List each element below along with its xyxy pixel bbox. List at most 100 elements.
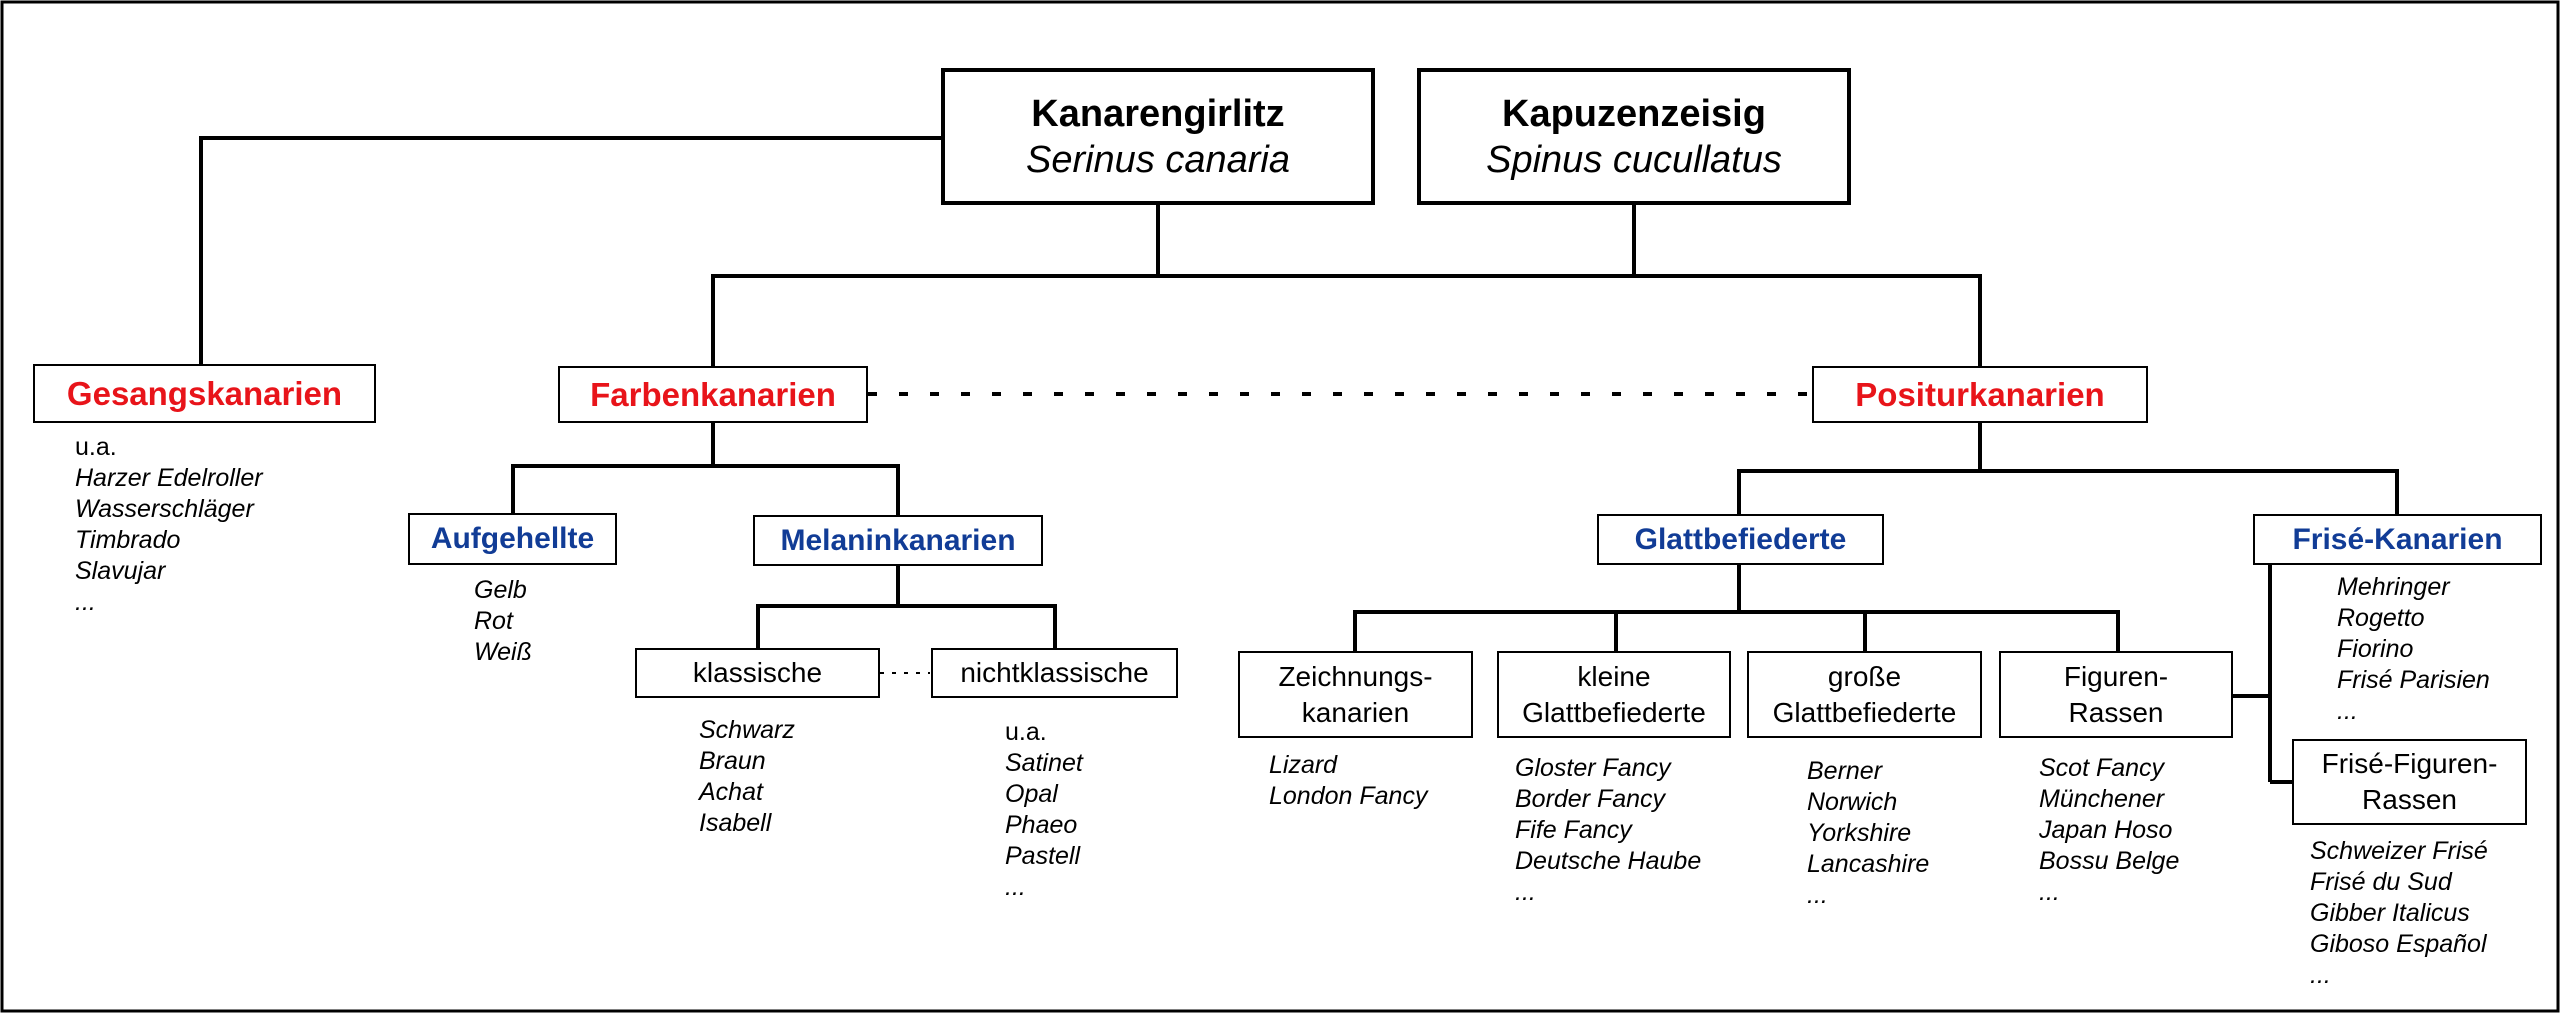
category-positur-label: Positurkanarien <box>1855 375 2105 413</box>
list-item: Japan Hoso <box>2039 816 2173 844</box>
node-zeichnungs-line2: kanarien <box>1301 696 1410 728</box>
species-canary-latin: Serinus canaria <box>1025 138 1291 181</box>
connector-melanin-bar <box>756 604 1057 650</box>
sub-frise-label: Frisé-Kanarien <box>2292 522 2503 556</box>
connector-glatt-bar <box>1353 610 2120 652</box>
list-item: ... <box>1005 873 1026 901</box>
connector-canary-gesang <box>199 136 941 366</box>
list-item: ... <box>1807 881 1828 909</box>
node-kleine-line2: Glattbefiederte <box>1522 696 1706 728</box>
list-item: Wasserschläger <box>75 495 254 523</box>
list-item: Harzer Edelroller <box>75 464 263 492</box>
sub-glatt-label: Glattbefiederte <box>1634 522 1847 556</box>
list-item: Scot Fancy <box>2039 754 2165 782</box>
category-positur-box: Positurkanarien <box>1812 366 2148 423</box>
list-item: ... <box>75 588 96 616</box>
list-item: ... <box>2039 878 2060 906</box>
list-item: Gelb <box>474 576 527 604</box>
list-item: Isabell <box>699 809 772 837</box>
list-item: Deutsche Haube <box>1515 847 1702 875</box>
list-item: Opal <box>1005 780 1058 808</box>
node-grosse-box: große Glattbefiederte <box>1747 651 1982 738</box>
node-klassische-label: klassische <box>692 657 823 688</box>
list-aufgehellte: Gelb Rot Weiß <box>474 575 532 668</box>
list-item: ... <box>2310 961 2331 989</box>
list-item: Yorkshire <box>1807 819 1912 847</box>
list-item: Mehringer <box>2337 573 2450 601</box>
list-frise-figuren: Schweizer Frisé Frisé du Sud Gibber Ital… <box>2310 836 2488 991</box>
sub-aufgehellte-box: Aufgehellte <box>408 513 617 565</box>
list-item: Weiß <box>474 638 532 666</box>
list-gesang: u.a. Harzer Edelroller Wasserschläger Ti… <box>75 432 263 618</box>
list-item: Timbrado <box>75 526 181 554</box>
species-canary-name: Kanarengirlitz <box>1031 92 1285 135</box>
list-item: Pastell <box>1005 842 1081 870</box>
species-siskin-latin: Spinus cucullatus <box>1486 138 1782 181</box>
category-gesang-box: Gesangskanarien <box>33 364 376 423</box>
list-item: Frisé du Sud <box>2310 868 2452 896</box>
list-item: London Fancy <box>1269 782 1428 810</box>
node-figuren-line1: Figuren- <box>2063 660 2169 692</box>
connector-merge-bar <box>711 274 1982 366</box>
list-item: ... <box>1515 878 1536 906</box>
node-kleine-line1: kleine <box>1577 660 1651 692</box>
list-item: Schweizer Frisé <box>2310 837 2488 865</box>
list-item: Schwarz <box>699 716 795 744</box>
list-item: Fiorino <box>2337 635 2414 663</box>
node-frise-figuren-line1: Frisé-Figuren- <box>2321 748 2498 779</box>
list-item: Frisé Parisien <box>2337 666 2490 694</box>
node-frise-figuren-box: Frisé-Figuren- Rassen <box>2292 739 2527 825</box>
list-figuren: Scot Fancy Münchener Japan Hoso Bossu Be… <box>2039 753 2179 908</box>
category-gesang-label: Gesangskanarien <box>66 374 343 412</box>
sub-frise-box: Frisé-Kanarien <box>2253 514 2542 565</box>
list-item: Lancashire <box>1807 850 1930 878</box>
species-canary-box: Kanarengirlitz Serinus canaria <box>941 68 1375 205</box>
list-item: Münchener <box>2039 785 2165 813</box>
list-item: u.a. <box>1005 718 1047 746</box>
list-item: Bossu Belge <box>2039 847 2180 875</box>
list-item: Braun <box>699 747 766 775</box>
category-farben-box: Farbenkanarien <box>558 366 868 423</box>
connector-farben-bar <box>511 464 900 517</box>
list-item: Gibber Italicus <box>2310 899 2470 927</box>
node-zeichnungs-line1: Zeichnungs- <box>1278 660 1433 692</box>
sub-aufgehellte-label: Aufgehellte <box>430 522 595 555</box>
list-item: Lizard <box>1269 751 1338 779</box>
list-item: Phaeo <box>1005 811 1078 839</box>
list-item: Gloster Fancy <box>1515 754 1671 782</box>
node-kleine-box: kleine Glattbefiederte <box>1497 651 1731 738</box>
list-item: Rogetto <box>2337 604 2425 632</box>
species-siskin-name: Kapuzenzeisig <box>1502 92 1766 135</box>
node-frise-figuren-line2: Rassen <box>2362 784 2457 815</box>
node-nichtklassische-label: nichtklassische <box>960 657 1149 688</box>
list-item: Berner <box>1807 757 1883 785</box>
node-klassische-box: klassische <box>635 648 880 698</box>
node-zeichnungs-box: Zeichnungs- kanarien <box>1238 651 1473 738</box>
list-item: Achat <box>699 778 763 806</box>
node-grosse-line1: große <box>1827 660 1902 692</box>
node-grosse-line2: Glattbefiederte <box>1772 696 1957 728</box>
list-item: u.a. <box>75 433 117 461</box>
node-figuren-line2: Rassen <box>2068 696 2164 728</box>
sub-melanin-box: Melaninkanarien <box>753 515 1043 566</box>
node-nichtklassische-box: nichtklassische <box>931 648 1178 698</box>
sub-melanin-label: Melaninkanarien <box>780 523 1016 557</box>
list-zeichnungs: Lizard London Fancy <box>1269 750 1427 812</box>
list-nichtklassische: u.a. Satinet Opal Phaeo Pastell ... <box>1005 717 1083 903</box>
list-grosse: Berner Norwich Yorkshire Lancashire ... <box>1807 756 1929 911</box>
list-item: Slavujar <box>75 557 166 585</box>
list-klassische: Schwarz Braun Achat Isabell <box>699 715 795 839</box>
tree-connectors <box>199 136 2399 784</box>
list-item: Fife Fancy <box>1515 816 1632 844</box>
sub-glatt-box: Glattbefiederte <box>1597 514 1884 565</box>
node-figuren-box: Figuren- Rassen <box>1999 651 2233 738</box>
list-item: Giboso Español <box>2310 930 2487 958</box>
category-farben-label: Farbenkanarien <box>590 375 836 413</box>
list-item: Norwich <box>1807 788 1898 816</box>
list-kleine: Gloster Fancy Border Fancy Fife Fancy De… <box>1515 753 1701 908</box>
connector-positur-bar <box>1737 469 2399 516</box>
list-item: Rot <box>474 607 513 635</box>
